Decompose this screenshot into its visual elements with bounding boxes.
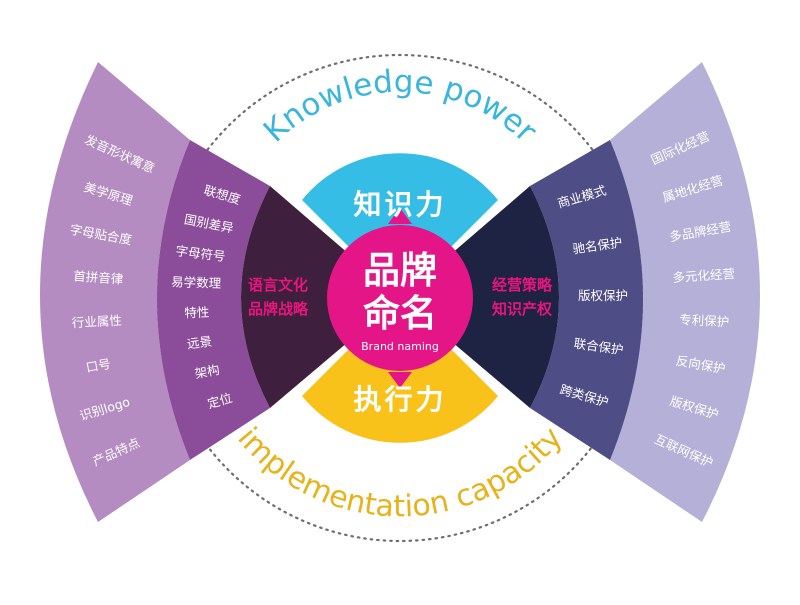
right-middle-item: 驰名保护 <box>572 235 624 257</box>
left-middle-item: 远景 <box>186 334 213 352</box>
left-inner-wedge <box>241 186 400 408</box>
top-petal-label: 知识力 <box>353 188 446 221</box>
bottom-petal-label: 执行力 <box>353 383 446 416</box>
right-outer-item: 专利保护 <box>679 312 730 330</box>
center-title-line1: 品牌 <box>363 249 437 292</box>
right-outer-band <box>610 62 760 522</box>
left-outer-item: 行业属性 <box>71 313 122 331</box>
right-inner-label-2: 知识产权 <box>492 300 553 318</box>
left-outer-item: 口号 <box>85 356 112 375</box>
left-middle-item: 架构 <box>193 362 220 381</box>
center-title-line2: 命名 <box>363 292 437 335</box>
center-circle <box>327 225 473 371</box>
right-middle-band <box>530 140 643 460</box>
left-inner-label-2: 品牌战略 <box>248 300 309 318</box>
left-middle-item: 特性 <box>184 305 210 321</box>
center-subtitle: Brand naming <box>361 340 439 353</box>
left-middle-item: 定位 <box>206 390 234 411</box>
left-outer-item: 首拼音律 <box>73 268 124 286</box>
left-middle-band <box>157 140 270 460</box>
right-inner-label-1: 经营策略 <box>492 276 553 294</box>
right-inner-wedge <box>400 186 559 408</box>
left-inner-label-1: 语言文化 <box>248 276 308 294</box>
right-middle-item: 版权保护 <box>578 288 628 303</box>
right-middle-item: 联合保护 <box>573 336 625 358</box>
center-notch-bottom <box>388 372 412 388</box>
right-outer-item: 多元化经营 <box>672 266 735 285</box>
left-middle-item: 字母符号 <box>175 243 226 264</box>
left-outer-band <box>40 62 190 522</box>
left-middle-item: 易学数理 <box>171 274 222 291</box>
center-notch-top <box>388 208 412 224</box>
